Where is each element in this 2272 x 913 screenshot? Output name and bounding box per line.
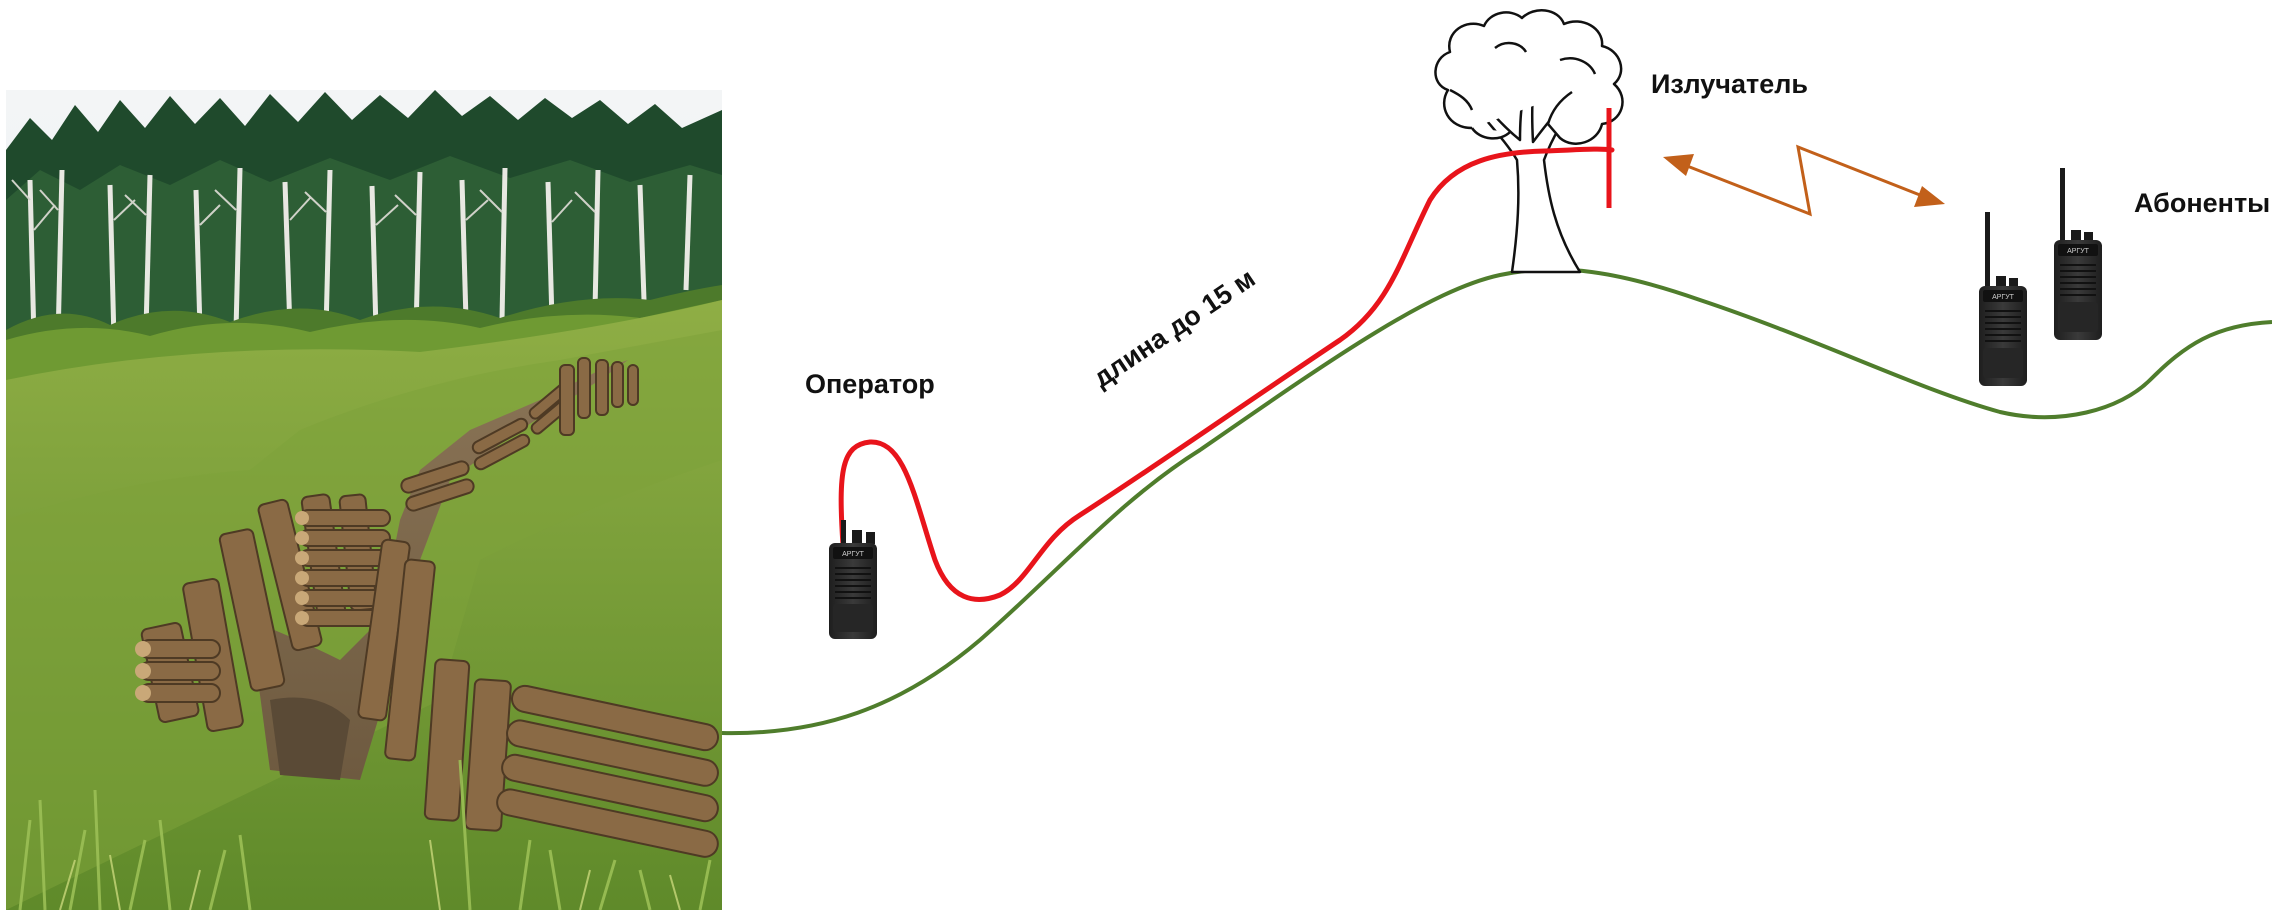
radio-brand-label: АРГУТ — [1992, 294, 2015, 301]
emitter-label: Излучатель — [1651, 69, 1808, 100]
zigzag-double-arrow-icon — [1682, 147, 1925, 214]
operator-label: Оператор — [805, 369, 935, 400]
handheld-radio-icon: АРГУТ — [2054, 168, 2102, 340]
tree-outline-icon — [1435, 10, 1622, 272]
signal-arrowhead-right — [1914, 186, 1945, 207]
subscribers-label: Абоненты — [2134, 188, 2270, 219]
radio-brand-label: АРГУТ — [2067, 248, 2090, 255]
handheld-radio-icon: АРГУТ — [829, 520, 877, 639]
trench-in-forest-photo — [6, 90, 722, 910]
signal-arrowhead-left — [1663, 154, 1694, 176]
handheld-radio-icon: АРГУТ — [1979, 212, 2027, 386]
terrain-line — [722, 269, 2272, 733]
radio-brand-label: АРГУТ — [842, 551, 865, 558]
feeder-cable — [841, 149, 1612, 599]
